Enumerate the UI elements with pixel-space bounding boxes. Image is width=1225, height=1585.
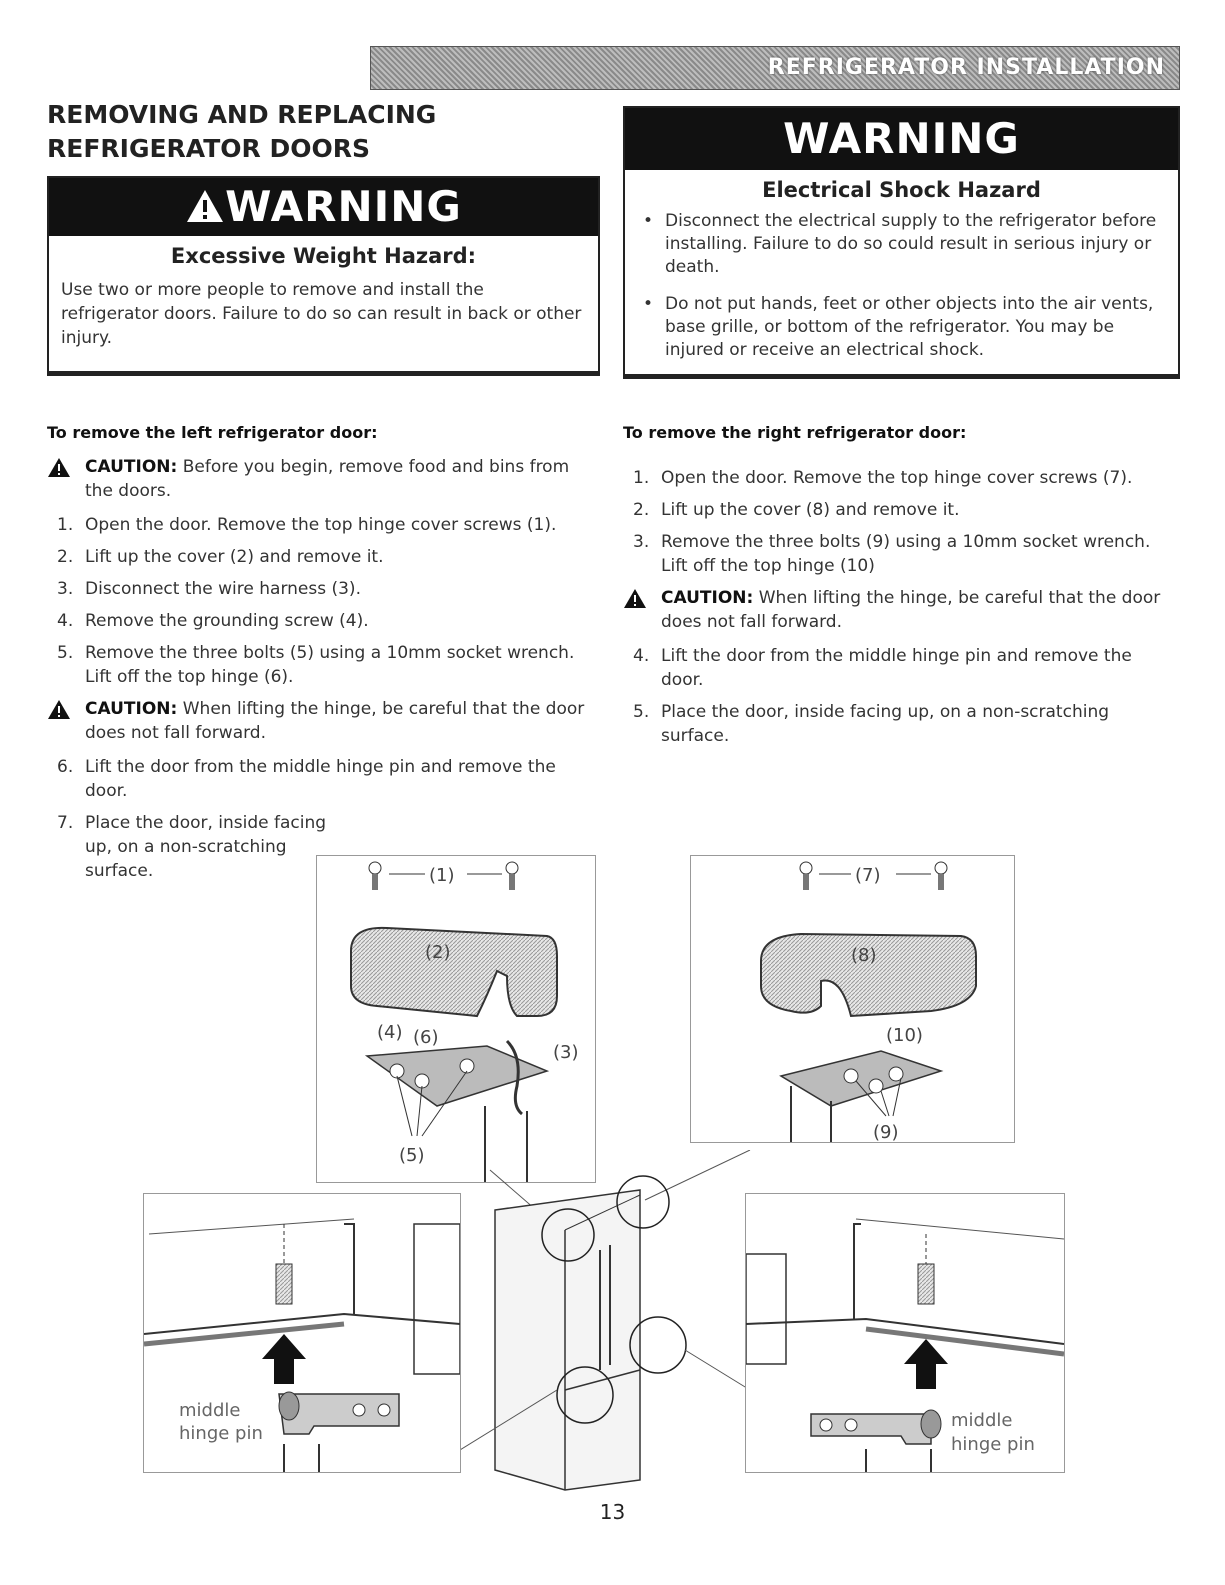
caution-triangle-icon bbox=[48, 700, 70, 719]
callout-label: (5) bbox=[399, 1145, 425, 1166]
warning-bullets: Disconnect the electrical supply to the … bbox=[625, 202, 1178, 362]
caution-note: CAUTION: Before you begin, remove food a… bbox=[47, 455, 597, 503]
step-item: 3.Remove the three bolts (9) using a 10m… bbox=[633, 532, 1151, 576]
left-top-hinge-figure: (1) (2) (4) (6) (3) (5) bbox=[316, 855, 596, 1183]
right-middle-hinge-figure: middle hinge pin bbox=[745, 1193, 1065, 1473]
screw-icon bbox=[799, 861, 813, 890]
left-door-heading: To remove the left refrigerator door: bbox=[47, 423, 378, 442]
right-top-hinge-figure: (7) (8) (10) (9) bbox=[690, 855, 1015, 1143]
caution-note: CAUTION: When lifting the hinge, be care… bbox=[47, 697, 597, 745]
callout-label: (7) bbox=[855, 865, 881, 886]
warning-bullet: Disconnect the electrical supply to the … bbox=[639, 210, 1162, 279]
page-number: 13 bbox=[599, 1500, 626, 1524]
right-door-steps: 1.Open the door. Remove the top hinge co… bbox=[623, 466, 1178, 756]
step-item: 4.Remove the grounding screw (4). bbox=[57, 611, 369, 631]
step-item: 5.Remove the three bolts (5) using a 10m… bbox=[57, 643, 575, 687]
callout-label: middle bbox=[179, 1400, 240, 1421]
left-hinge-illustration: (1) (2) (4) (6) (3) (5) bbox=[350, 861, 579, 1182]
page-title: REMOVING AND REPLACING REFRIGERATOR DOOR… bbox=[47, 100, 437, 163]
screw-icon bbox=[368, 861, 382, 890]
step-item: 2.Lift up the cover (8) and remove it. bbox=[633, 500, 960, 520]
callout-label: (8) bbox=[851, 945, 877, 966]
callout-label: middle bbox=[951, 1410, 1012, 1431]
warning-box-weight: WARNING Excessive Weight Hazard: Use two… bbox=[47, 176, 600, 376]
step-item: 1.Open the door. Remove the top hinge co… bbox=[57, 515, 557, 535]
warning-subheading: Electrical Shock Hazard bbox=[762, 178, 1041, 202]
callout-label: (3) bbox=[553, 1042, 579, 1063]
warning-heading: WARNING bbox=[225, 182, 462, 231]
step-item: 1.Open the door. Remove the top hinge co… bbox=[633, 468, 1133, 488]
step-item: 3.Disconnect the wire harness (3). bbox=[57, 579, 361, 599]
hinge-highlight-circle bbox=[629, 1316, 687, 1374]
step-item: 6.Lift the door from the middle hinge pi… bbox=[57, 757, 556, 801]
callout-label: hinge pin bbox=[179, 1423, 263, 1444]
hinge-highlight-circle bbox=[556, 1366, 614, 1424]
left-middle-hinge-figure: middle hinge pin bbox=[143, 1193, 461, 1473]
step-item: 7.Place the door, inside facing up, on a… bbox=[57, 813, 327, 881]
right-door-heading: To remove the right refrigerator door: bbox=[623, 423, 967, 442]
warning-box-electrical: WARNING Electrical Shock Hazard Disconne… bbox=[623, 106, 1180, 379]
warning-body: Use two or more people to remove and ins… bbox=[61, 280, 582, 348]
caution-text: When lifting the hinge, be careful that … bbox=[661, 588, 1161, 632]
caution-triangle-icon bbox=[624, 589, 646, 608]
up-arrow-icon bbox=[262, 1334, 306, 1384]
warning-bullet: Do not put hands, feet or other objects … bbox=[639, 293, 1162, 362]
step-item: 2.Lift up the cover (2) and remove it. bbox=[57, 547, 384, 567]
callout-label: (2) bbox=[425, 942, 451, 963]
callout-label: (9) bbox=[873, 1122, 899, 1142]
screw-icon bbox=[505, 861, 519, 890]
caution-label: CAUTION: bbox=[85, 457, 178, 477]
section-header-text: REFRIGERATOR INSTALLATION bbox=[767, 55, 1165, 80]
caution-text: Before you begin, remove food and bins f… bbox=[85, 457, 570, 501]
warning-triangle-icon bbox=[187, 190, 224, 222]
section-header-bar: REFRIGERATOR INSTALLATION bbox=[370, 46, 1180, 90]
step-item: 5.Place the door, inside facing up, on a… bbox=[633, 702, 1110, 746]
caution-text: When lifting the hinge, be careful that … bbox=[85, 699, 585, 743]
left-middle-hinge-illustration: middle hinge pin bbox=[143, 1218, 461, 1472]
caution-label: CAUTION: bbox=[661, 588, 754, 608]
callout-label: hinge pin bbox=[951, 1434, 1035, 1455]
caution-triangle-icon bbox=[48, 458, 70, 477]
warning-subheading: Excessive Weight Hazard: bbox=[170, 244, 477, 268]
callout-label: (10) bbox=[886, 1025, 923, 1046]
step-item: 4.Lift the door from the middle hinge pi… bbox=[633, 646, 1132, 690]
caution-note: CAUTION: When lifting the hinge, be care… bbox=[623, 586, 1178, 634]
callout-label: (6) bbox=[413, 1027, 439, 1048]
left-door-steps: CAUTION: Before you begin, remove food a… bbox=[47, 455, 597, 891]
refrigerator-overview bbox=[460, 1150, 751, 1491]
right-hinge-illustration: (7) (8) (10) (9) bbox=[760, 861, 977, 1143]
hinge-highlight-circle bbox=[616, 1175, 670, 1229]
right-middle-hinge-illustration: middle hinge pin bbox=[745, 1218, 1065, 1472]
up-arrow-icon bbox=[904, 1339, 948, 1389]
callout-label: (4) bbox=[377, 1022, 403, 1043]
caution-label: CAUTION: bbox=[85, 699, 178, 719]
callout-label: (1) bbox=[429, 865, 455, 886]
warning-header: WARNING bbox=[49, 178, 598, 236]
warning-header: WARNING bbox=[625, 108, 1178, 170]
screw-icon bbox=[934, 861, 948, 890]
hinge-highlight-circle bbox=[541, 1208, 595, 1262]
